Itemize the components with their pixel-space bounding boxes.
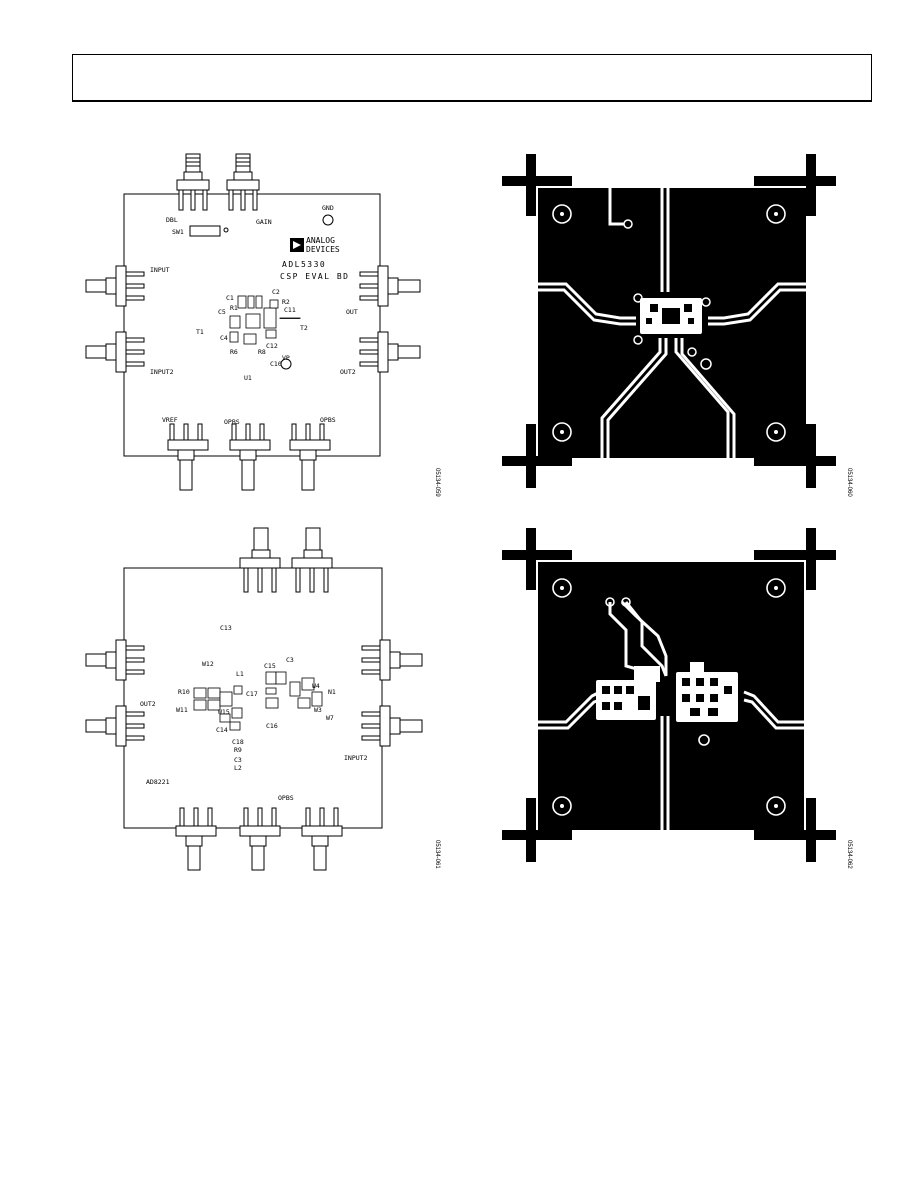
label-r10: R10 <box>178 688 190 696</box>
label-c13: C13 <box>220 624 232 632</box>
label-w12: W12 <box>202 660 214 668</box>
figure-number-3: 05134-061 <box>434 840 440 869</box>
sma-connector-input <box>85 265 145 307</box>
label-w3: W3 <box>314 706 322 714</box>
label-opbs: OPBS <box>278 794 294 802</box>
sma-connector-opbs <box>229 423 271 491</box>
label-out2: OUT2 <box>140 700 156 708</box>
registration-marks <box>502 528 836 862</box>
sma-connector-bottom-2 <box>239 807 281 871</box>
sma-connector-right-2 <box>361 705 423 747</box>
registration-marks <box>502 154 836 488</box>
sma-connector-vref <box>167 423 209 491</box>
sma-connector-left-1 <box>85 639 145 681</box>
label-opbs2: OPBS <box>320 416 336 424</box>
label-vref: VREF <box>162 416 178 424</box>
label-n1: N1 <box>328 688 336 696</box>
figure-bottom-silkscreen: C13 W12 L1 C15 C3 R10 W11 C17 W15 C14 C1… <box>85 527 423 871</box>
figure-number-2: 05134-060 <box>846 468 852 497</box>
label-input2: INPUT2 <box>150 368 174 376</box>
label-w15: W15 <box>218 708 230 716</box>
isolation-gaps <box>538 188 806 458</box>
label-l2: L2 <box>234 764 242 772</box>
label-vp: VP <box>282 354 290 362</box>
sma-connector-out2 <box>359 331 421 373</box>
sma-connector-gain <box>226 153 260 211</box>
logo-line1: ANALOG <box>306 236 335 245</box>
sma-connector-right-1 <box>361 639 423 681</box>
label-gain: GAIN <box>256 218 272 226</box>
figure-number-1: 05134-059 <box>434 468 440 497</box>
label-r6: R6 <box>230 348 238 356</box>
label-input: INPUT <box>150 266 170 274</box>
board-sub: CSP EVAL BD <box>280 272 349 281</box>
figure-number-4: 05134-062 <box>846 840 852 869</box>
label-w11: W11 <box>176 706 188 714</box>
label-l1: L1 <box>236 670 244 678</box>
label-c11: C11 <box>284 306 296 314</box>
figure-bottom-copper <box>502 528 836 862</box>
label-u1: U1 <box>244 374 252 382</box>
sma-connector-input2 <box>85 331 145 373</box>
sma-connector-top-2 <box>291 527 333 593</box>
label-c1: C1 <box>226 294 234 302</box>
label-opbs: OPBS <box>224 418 240 426</box>
figure-top-silkscreen: DBL GAIN GND SW1 ANALOG DEVICES ADL5330 … <box>85 153 421 491</box>
gnd-testpoint <box>322 214 334 226</box>
label-t1: T1 <box>196 328 204 336</box>
label-c4: C4 <box>220 334 228 342</box>
label-c17: C17 <box>246 690 258 698</box>
label-r1: R1 <box>230 304 238 312</box>
component-cluster <box>229 295 301 345</box>
label-c5: C5 <box>218 308 226 316</box>
label-r2: R2 <box>282 298 290 306</box>
label-w4: W4 <box>312 682 320 690</box>
copper-pour <box>538 562 804 830</box>
label-c18: C18 <box>232 738 244 746</box>
sma-connector-bottom-1 <box>175 807 217 871</box>
sma-connector-left-2 <box>85 705 145 747</box>
label-c10: C10 <box>270 360 282 368</box>
label-r8: R8 <box>258 348 266 356</box>
board-name: ADL5330 <box>282 260 326 269</box>
label-w7: W7 <box>326 714 334 722</box>
logo-line2: DEVICES <box>306 245 340 254</box>
sma-connector-dbl <box>176 153 210 211</box>
sma-connector-out <box>359 265 421 307</box>
label-sw1: SW1 <box>172 228 184 236</box>
label-gnd: GND <box>322 204 334 212</box>
sma-connector-bottom-3 <box>301 807 343 871</box>
sma-connector-opbs2 <box>289 423 331 491</box>
label-out2: OUT2 <box>340 368 356 376</box>
label-out: OUT <box>346 308 358 316</box>
label-c3b: C3 <box>234 756 242 764</box>
label-r9: R9 <box>234 746 242 754</box>
page-header-box <box>72 54 872 102</box>
board-outline <box>123 567 383 829</box>
label-c3: C3 <box>286 656 294 664</box>
vp-testpoint <box>280 358 292 370</box>
label-ad8221: AD8221 <box>146 778 170 786</box>
label-c2: C2 <box>272 288 280 296</box>
label-c16: C16 <box>266 722 278 730</box>
label-input2: INPUT2 <box>344 754 368 762</box>
label-t2: T2 <box>300 324 308 332</box>
label-dbl: DBL <box>166 216 178 224</box>
mounting-holes <box>552 204 786 442</box>
sma-connector-top-1 <box>239 527 281 593</box>
label-c12: C12 <box>266 342 278 350</box>
component-cluster-bottom <box>193 671 323 731</box>
switch-sw1 <box>189 225 221 237</box>
figure-top-copper <box>502 154 836 488</box>
label-c14: C14 <box>216 726 228 734</box>
label-c15: C15 <box>264 662 276 670</box>
